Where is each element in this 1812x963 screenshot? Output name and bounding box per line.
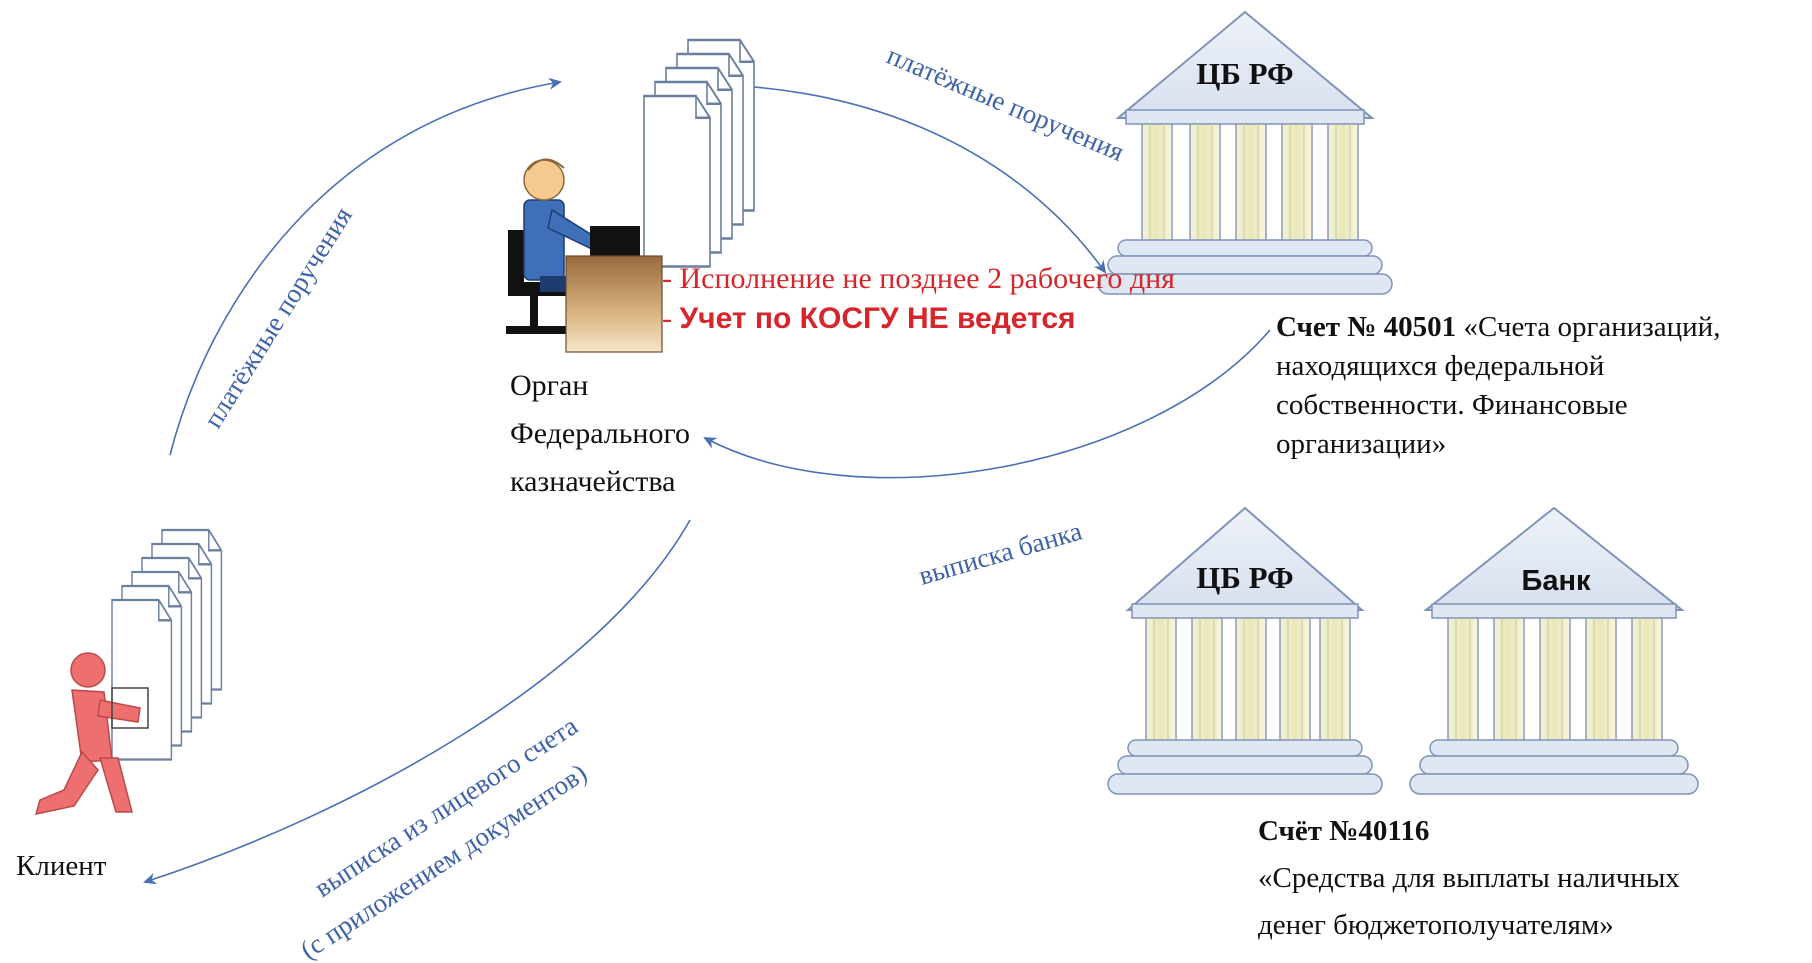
account-top-line2: находящихся федеральной <box>1276 350 1605 382</box>
account-bottom-description: Счёт №40116 «Средства для выплаты наличн… <box>1258 808 1680 949</box>
bank-bottom-left-icon <box>1107 506 1383 795</box>
bank-top-title: ЦБ РФ <box>1196 56 1293 91</box>
client-documents-icon <box>110 528 223 761</box>
treasury-label-line3: казначейства <box>510 465 676 498</box>
bank-bottom-right-title: Банк <box>1521 565 1590 597</box>
account-top-title: «Счета организаций, <box>1456 311 1721 343</box>
treasury-worker-icon <box>506 158 663 353</box>
treasury-label-line2: Федерального <box>510 417 691 450</box>
treasury-label: Орган Федерального казначейства <box>510 362 690 506</box>
arrow-client-to-treasury <box>169 77 562 456</box>
arrow-treasury-to-client <box>143 519 691 885</box>
account-top-number: Счет № 40501 <box>1276 311 1457 343</box>
label-treasury-to-cb: платёжные поручения <box>883 40 1129 167</box>
label-client-to-treasury: платёжные поручения <box>198 201 358 433</box>
treasury-label-line1: Орган <box>510 369 589 402</box>
treasury-note-kosgu-text: Учет по КОСГУ НЕ ведется <box>679 302 1076 335</box>
arrow-cb-to-treasury <box>703 329 1271 479</box>
treasury-documents-icon <box>642 38 756 268</box>
account-top-line3: собственности. Финансовые <box>1276 389 1628 421</box>
label-cb-to-treasury: выписка банка <box>915 516 1085 591</box>
treasury-note-kosgu: - Учет по КОСГУ НЕ ведется <box>662 302 1076 336</box>
treasury-note-deadline: - Исполнение не позднее 2 рабочего дня <box>662 262 1175 295</box>
client-person-icon <box>34 652 149 815</box>
treasury-note-kosgu-dash: - <box>662 302 680 335</box>
bank-top-icon <box>1097 10 1393 295</box>
bank-bottom-right-icon <box>1409 506 1699 795</box>
account-top-line4: организации» <box>1276 428 1447 460</box>
account-bottom-number: Счёт №40116 <box>1258 815 1430 847</box>
account-top-line1: Счет № 40501 «Счета организаций, <box>1276 308 1720 347</box>
account-bottom-line2: «Средства для выплаты наличных <box>1258 862 1680 894</box>
client-label: Клиент <box>16 850 107 882</box>
account-bottom-line3: денег бюджетополучателям» <box>1258 909 1614 941</box>
account-top-description: Счет № 40501 «Счета организаций, находящ… <box>1276 308 1720 464</box>
bank-bottom-left-title: ЦБ РФ <box>1196 560 1293 595</box>
